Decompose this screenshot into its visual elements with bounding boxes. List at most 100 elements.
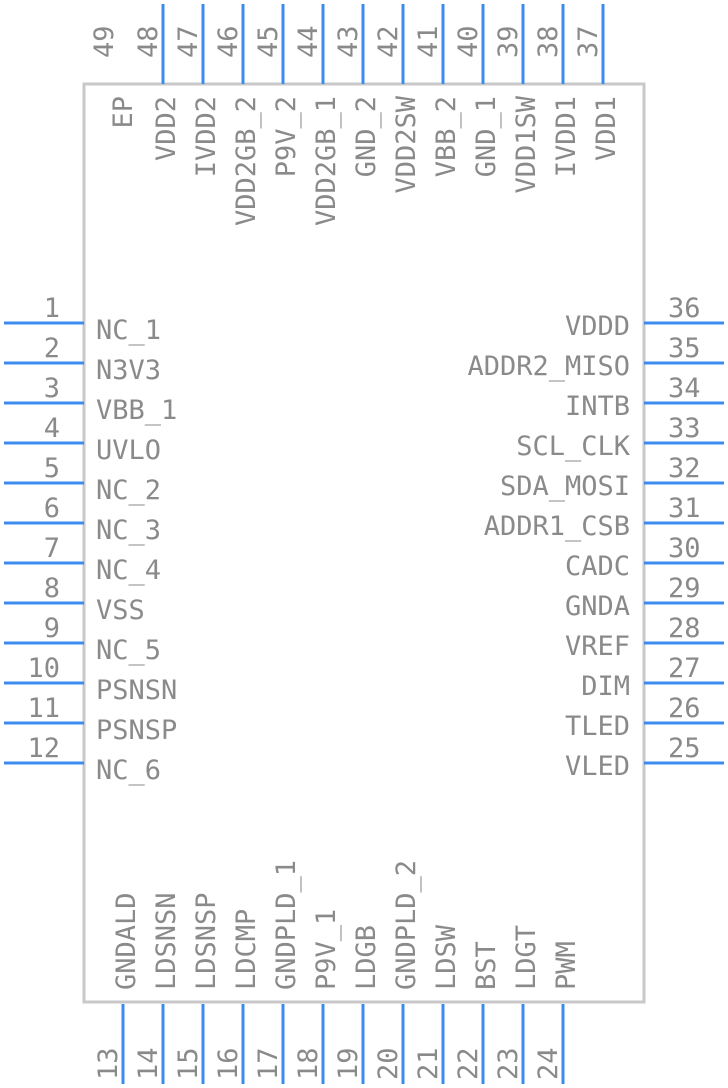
pin-20-label: GNDPLD_2 [391, 860, 422, 990]
pin-45-label: P9V_2 [271, 96, 302, 177]
pin-1-label: NC_1 [96, 315, 161, 346]
pin-35-label: ADDR2_MISO [467, 351, 630, 382]
pin-24-number: 24 [533, 1047, 564, 1080]
pin-24-label: PWM [551, 941, 582, 990]
pin-1-number: 1 [44, 293, 60, 324]
pin-29-number: 29 [668, 573, 701, 604]
pin-37-number: 37 [573, 25, 604, 58]
pin-46-number: 46 [213, 25, 244, 58]
pin-27-label: DIM [581, 671, 630, 702]
pin-40-number: 40 [453, 25, 484, 58]
pin-13-label: GNDALD [111, 892, 142, 990]
pin-2-label: N3V3 [96, 355, 161, 386]
pin-6-number: 6 [44, 493, 60, 524]
right-pin-group: 25VLED26TLED27DIM28VREF29GNDA30CADC31ADD… [467, 293, 724, 782]
pin-18-label: P9V_1 [311, 909, 342, 990]
pin-13-number: 13 [93, 1047, 124, 1080]
pin-17-label: GNDPLD_1 [271, 860, 302, 990]
pin-19-number: 19 [333, 1047, 364, 1080]
pin-23-number: 23 [493, 1047, 524, 1080]
pin-15-label: LDSNSP [191, 892, 222, 990]
pin-12-number: 12 [27, 733, 60, 764]
pin-39-label: VDD1SW [511, 95, 542, 193]
pin-25-label: VLED [565, 751, 630, 782]
pin-4-number: 4 [44, 413, 60, 444]
pin-30-number: 30 [668, 533, 701, 564]
pin-43-number: 43 [333, 25, 364, 58]
pin-7-number: 7 [44, 533, 60, 564]
pin-17-number: 17 [253, 1047, 284, 1080]
pin-16-number: 16 [213, 1047, 244, 1080]
ic-body-outline [82, 82, 646, 1004]
pin-22-number: 22 [453, 1047, 484, 1080]
pin-12-label: NC_6 [96, 755, 161, 786]
pin-41-label: VBB_2 [431, 96, 462, 177]
pin-11-number: 11 [27, 693, 60, 724]
pin-38-number: 38 [533, 25, 564, 58]
pin-33-number: 33 [668, 413, 701, 444]
pin-30-label: CADC [565, 551, 630, 582]
pin-28-number: 28 [668, 613, 701, 644]
pin-6-label: NC_3 [96, 515, 161, 546]
pin-43-label: GND_2 [351, 96, 382, 177]
pin-3-label: VBB_1 [96, 395, 177, 426]
pin-9-number: 9 [44, 613, 60, 644]
pin-44-label: VDD2GB_1 [311, 96, 342, 226]
pin-39-number: 39 [493, 25, 524, 58]
pin-48-label: VDD2 [151, 96, 182, 161]
pin-19-label: LDGB [351, 925, 382, 990]
pin-18-number: 18 [293, 1047, 324, 1080]
pin-32-number: 32 [668, 453, 701, 484]
pin-10-label: PSNSN [96, 675, 177, 706]
pin-25-number: 25 [668, 733, 701, 764]
top-pin-group: 37VDD138IVDD139VDD1SW40GND_141VBB_242VDD… [89, 4, 622, 226]
pin-15-number: 15 [173, 1047, 204, 1080]
pin-14-label: LDSNSN [151, 892, 182, 990]
pin-16-label: LDCMP [231, 909, 262, 990]
pin-34-number: 34 [668, 373, 701, 404]
pin-20-number: 20 [373, 1047, 404, 1080]
pin-2-number: 2 [44, 333, 60, 364]
pin-28-label: VREF [565, 631, 630, 662]
pin-41-number: 41 [413, 25, 444, 58]
pin-14-number: 14 [133, 1047, 164, 1080]
pin-7-label: NC_4 [96, 555, 161, 586]
bottom-pin-group: 13 GNDALD 14 LDSNSN 15 LDSNSP 16 LDCMP 17 GNDPLD_… [93, 860, 582, 1084]
pin-32-label: SDA_MOSI [500, 471, 630, 502]
pin-49-label: EP [108, 96, 139, 129]
pin-4-label: UVLO [96, 435, 161, 466]
pin-31-number: 31 [668, 493, 701, 524]
pin-35-number: 35 [668, 333, 701, 364]
pin-42-number: 42 [373, 25, 404, 58]
pin-3-number: 3 [44, 373, 60, 404]
pin-26-label: TLED [565, 711, 630, 742]
pin-23-label: LDGT [511, 925, 542, 990]
pin-38-label: IVDD1 [551, 96, 582, 177]
pin-21-label: LDSW [431, 924, 462, 990]
pin-47-label: IVDD2 [191, 96, 222, 177]
pin-45-number: 45 [253, 25, 284, 58]
pin-11-label: PSNSP [96, 715, 177, 746]
pin-31-label: ADDR1_CSB [484, 511, 630, 542]
pin-47-number: 47 [173, 25, 204, 58]
pin-5-label: NC_2 [96, 475, 161, 506]
pin-44-number: 44 [293, 25, 324, 58]
pin-21-number: 21 [413, 1047, 444, 1080]
pin-33-label: SCL_CLK [516, 431, 631, 462]
pin-29-label: GNDA [565, 591, 630, 622]
pin-46-label: VDD2GB_2 [231, 96, 262, 226]
pin-34-label: INTB [565, 391, 630, 422]
pin-42-label: VDD2SW [391, 95, 422, 193]
pin-8-number: 8 [44, 573, 60, 604]
pin-48-number: 48 [133, 25, 164, 58]
pin-37-label: VDD1 [591, 96, 622, 161]
pin-9-label: NC_5 [96, 635, 161, 666]
pin-36-label: VDDD [565, 311, 630, 342]
pin-26-number: 26 [668, 693, 701, 724]
pin-8-label: VSS [96, 595, 145, 626]
pin-5-number: 5 [44, 453, 60, 484]
pin-22-label: BST [471, 941, 502, 990]
pin-49-number: 49 [89, 25, 120, 58]
